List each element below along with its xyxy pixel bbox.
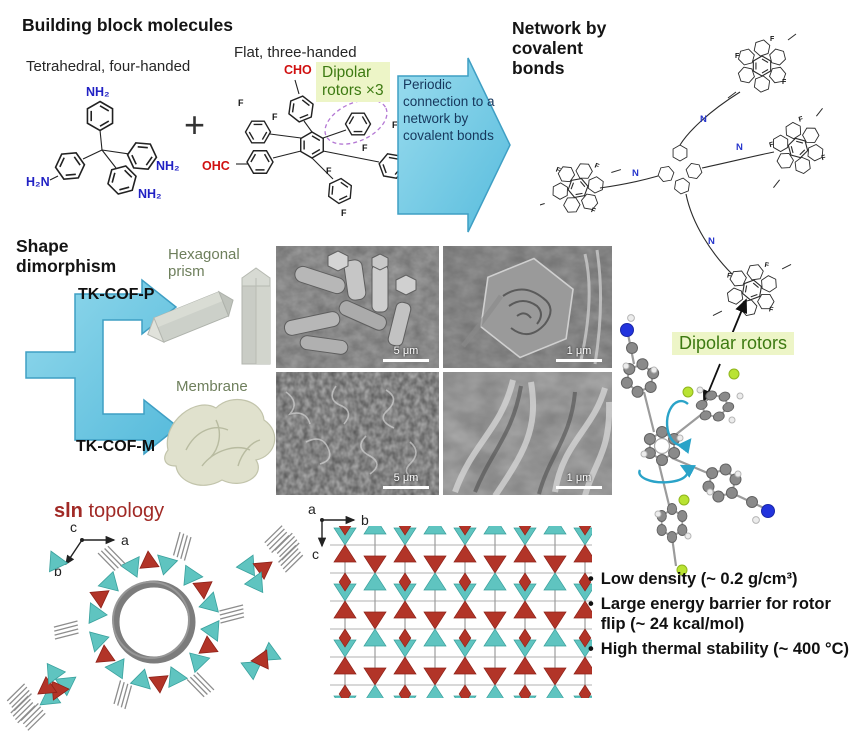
hexagonal-prism-render — [147, 267, 271, 365]
fluorine-balls — [676, 368, 740, 576]
sem-panel-membrane-wide: 5 μm — [276, 372, 439, 495]
amine-label: NH₂ — [156, 159, 180, 173]
bullet-glyph: • — [588, 640, 594, 659]
topology-view-hexagonal — [4, 525, 306, 731]
scale-bar: 1 μm — [556, 472, 602, 489]
membrane-caption: Membrane — [176, 378, 248, 395]
ball-stick-model — [618, 314, 775, 583]
nitrogen-balls — [620, 323, 775, 518]
sln-topology-heading: sln topology — [54, 500, 164, 523]
triangle-nodes — [80, 547, 228, 697]
amine-label: H₂N — [26, 175, 50, 189]
fluorine-label: F — [341, 208, 347, 218]
axis-b-label: b — [54, 563, 62, 579]
tetrahedral-caption: Tetrahedral, four-handed — [26, 58, 191, 75]
tk-cof-p-label: TK-COF-P — [78, 286, 155, 303]
bullet-glyph: • — [588, 595, 594, 614]
imine-nitrogen-label: N — [708, 236, 715, 247]
corner-fan — [244, 525, 306, 593]
property-text: High thermal stability (~ 400 °C) — [600, 640, 849, 659]
tag-line2: rotors ×3 — [322, 81, 384, 99]
property-item: • Low density (~ 0.2 g/cm³) — [588, 570, 856, 589]
covalent-network-structure: N N N N — [540, 0, 860, 362]
network-heading: Network by covalent bonds — [512, 18, 607, 79]
bullet-glyph: • — [588, 570, 594, 588]
fluorine-label: F — [272, 112, 278, 122]
hexagonal-prism-caption: Hexagonal prism — [168, 246, 240, 281]
property-text: Low density (~ 0.2 g/cm³) — [600, 570, 798, 588]
tetrahedral-molecule: NH₂ H₂N NH₂ NH₂ — [26, 85, 180, 201]
sem-image-grid: 5 μm 1 μm — [276, 246, 612, 495]
aldehyde-label: OHC — [202, 159, 230, 173]
tag-line1: Dipolar — [322, 64, 372, 81]
axis-c-label: c — [312, 546, 319, 560]
property-text: Large energy barrier for rotor flip (~ 2… — [600, 595, 831, 633]
axis-a-label: a — [121, 532, 129, 548]
membrane-render — [164, 398, 276, 486]
topology-view-lattice — [330, 526, 592, 698]
fluorine-label: F — [238, 98, 244, 108]
property-item: • Large energy barrier for rotor flip (~… — [588, 595, 856, 634]
imine-nitrogen-label: N — [632, 168, 639, 179]
imine-nitrogen-label: N — [700, 114, 707, 125]
fluorine-label: F — [392, 120, 398, 130]
sem-panel-membrane-closeup: 1 μm — [443, 372, 612, 495]
sln-bold: sln — [54, 500, 83, 522]
axis-c-label: c — [70, 519, 77, 535]
periodic-connection-arrow — [397, 57, 511, 233]
fluorine-label: F — [362, 143, 368, 153]
sem-panel-prisms-wide: 5 μm — [276, 246, 439, 368]
shape-dimorphism-heading: Shape dimorphism — [16, 236, 117, 277]
dipolar-rotors-x3-tag: Dipolar rotors ×3 — [316, 62, 390, 102]
properties-list: • Low density (~ 0.2 g/cm³) • Large ener… — [588, 570, 856, 666]
amine-label: NH₂ — [138, 187, 162, 201]
hydrogen-balls — [622, 314, 760, 583]
aldehyde-label: CHO — [284, 63, 312, 77]
axes-left: c a b — [54, 519, 129, 579]
amine-label: NH₂ — [86, 85, 110, 99]
building-blocks-title: Building block molecules — [22, 15, 234, 35]
fluorine-label: F — [326, 166, 332, 176]
scale-bar: 5 μm — [383, 472, 429, 489]
dipolar-rotors-label: Dipolar rotors — [672, 332, 795, 355]
axis-b-label: b — [361, 512, 369, 528]
plus-sign: + — [184, 104, 206, 145]
sem-panel-prism-closeup: 1 μm — [443, 246, 612, 368]
axis-a-label: a — [308, 501, 316, 517]
scale-bar: 5 μm — [383, 345, 429, 362]
sln-rest: topology — [82, 500, 165, 522]
property-item: • High thermal stability (~ 400 °C) — [588, 640, 856, 659]
flat-caption: Flat, three-handed — [234, 44, 357, 61]
scale-bar: 1 μm — [556, 345, 602, 362]
imine-nitrogen-label: N — [736, 142, 743, 153]
branching-arrow — [25, 278, 180, 456]
rotation-arrows — [638, 399, 696, 484]
aromatic-ring-circle — [653, 437, 671, 455]
axes-right: a b c — [308, 501, 369, 560]
tk-cof-m-label: TK-COF-M — [76, 438, 156, 455]
process-arrow-caption: Periodic connection to a network by cova… — [403, 77, 495, 143]
corner-fan — [4, 663, 66, 731]
